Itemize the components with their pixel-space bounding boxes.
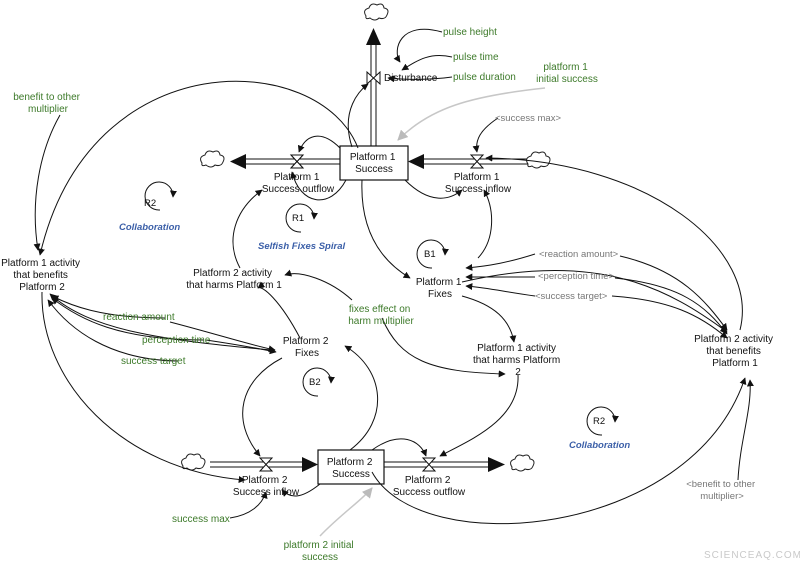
pulse-duration-label: pulse duration [453,72,516,83]
cloud-icon [181,453,206,471]
p1-initial-success-label: platform 1 initial success [536,62,598,85]
p2-harms-p1-label: Platform 2 activity that harms Platform … [186,268,282,291]
loop-name-collaboration-top: Collaboration [119,222,180,233]
success-target-shadow-label: <success target> [535,291,608,302]
cloud-icon [364,3,389,21]
p1-initial-link [397,87,546,141]
p1-fixes-label: Platform 1 Fixes [416,277,464,300]
success-max-shadow-label: <success max> [495,113,561,124]
loop-r1: R1 [292,213,304,224]
loop-name-selfish-fixes: Selfish Fixes Spiral [258,241,345,252]
disturbance-label: Disturbance [384,73,438,84]
benefit-to-other-shadow-label: <benefit to other multiplier> [686,479,758,502]
p2-outflow-pipe [384,457,505,472]
cloud-icon [526,151,551,169]
p2-inflow-label: Platform 2 Success inflow [233,475,300,498]
p1-outflow-valve-icon [289,154,305,169]
watermark: SCIENCEAQ.COM [704,550,800,561]
p2-inflow-pipe [210,457,318,472]
p1-inflow-pipe [408,154,545,169]
cloud-icon [200,150,225,168]
pulse-time-label: pulse time [453,52,499,63]
loop-name-collaboration-bottom: Collaboration [569,440,630,451]
loop-b1: B1 [424,249,436,260]
p2-inflow-valve-icon [258,457,274,472]
disturbance-pipe [366,28,381,148]
p1-inflow-label: Platform 1 Success inflow [445,172,512,195]
pulse-height-label: pulse height [443,27,497,38]
loop-r2-bottom: R2 [593,416,605,427]
p2-initial-link [319,487,373,537]
loop-r2-top: R2 [144,198,156,209]
disturbance-valve-icon [366,70,381,86]
p2-initial-success-label: platform 2 initial success [284,540,357,563]
p1-harms-p2-label: Platform 1 activity that harms Platform … [473,343,563,378]
p2-fixes-label: Platform 2 Fixes [283,336,331,359]
causal-links [33,28,754,525]
p1-benefits-p2-label: Platform 1 activity that benefits Platfo… [1,258,83,293]
perception-time-label: perception time [142,335,211,346]
platform2-success-label: Platform 2 Success [327,457,375,480]
success-target-label: success target [121,356,186,367]
benefit-to-other-multiplier-label: benefit to other multiplier [13,92,83,115]
platform1-success-label: Platform 1 Success [350,152,398,175]
platform2-success-stock [317,449,385,485]
p2-benefits-p1-label: Platform 2 activity that benefits Platfo… [694,334,776,369]
platform1-success-stock [339,145,409,181]
fixes-effect-label: fixes effect on harm multiplier [348,304,414,327]
loop-markers [144,181,619,436]
p2-outflow-label: Platform 2 Success outflow [393,475,466,498]
reaction-amount-label: reaction amount [103,312,175,323]
loop-b2: B2 [309,377,321,388]
perception-time-shadow-label: <perception time> [538,271,614,282]
cloud-icon [510,454,535,472]
p1-outflow-pipe [230,154,340,169]
reaction-amount-shadow-label: <reaction amount> [539,249,619,260]
p1-inflow-valve-icon [469,154,485,169]
p2-outflow-valve-icon [421,457,437,472]
success-max-label: success max [172,514,230,525]
p1-outflow-label: Platform 1 Success outflow [262,172,335,195]
